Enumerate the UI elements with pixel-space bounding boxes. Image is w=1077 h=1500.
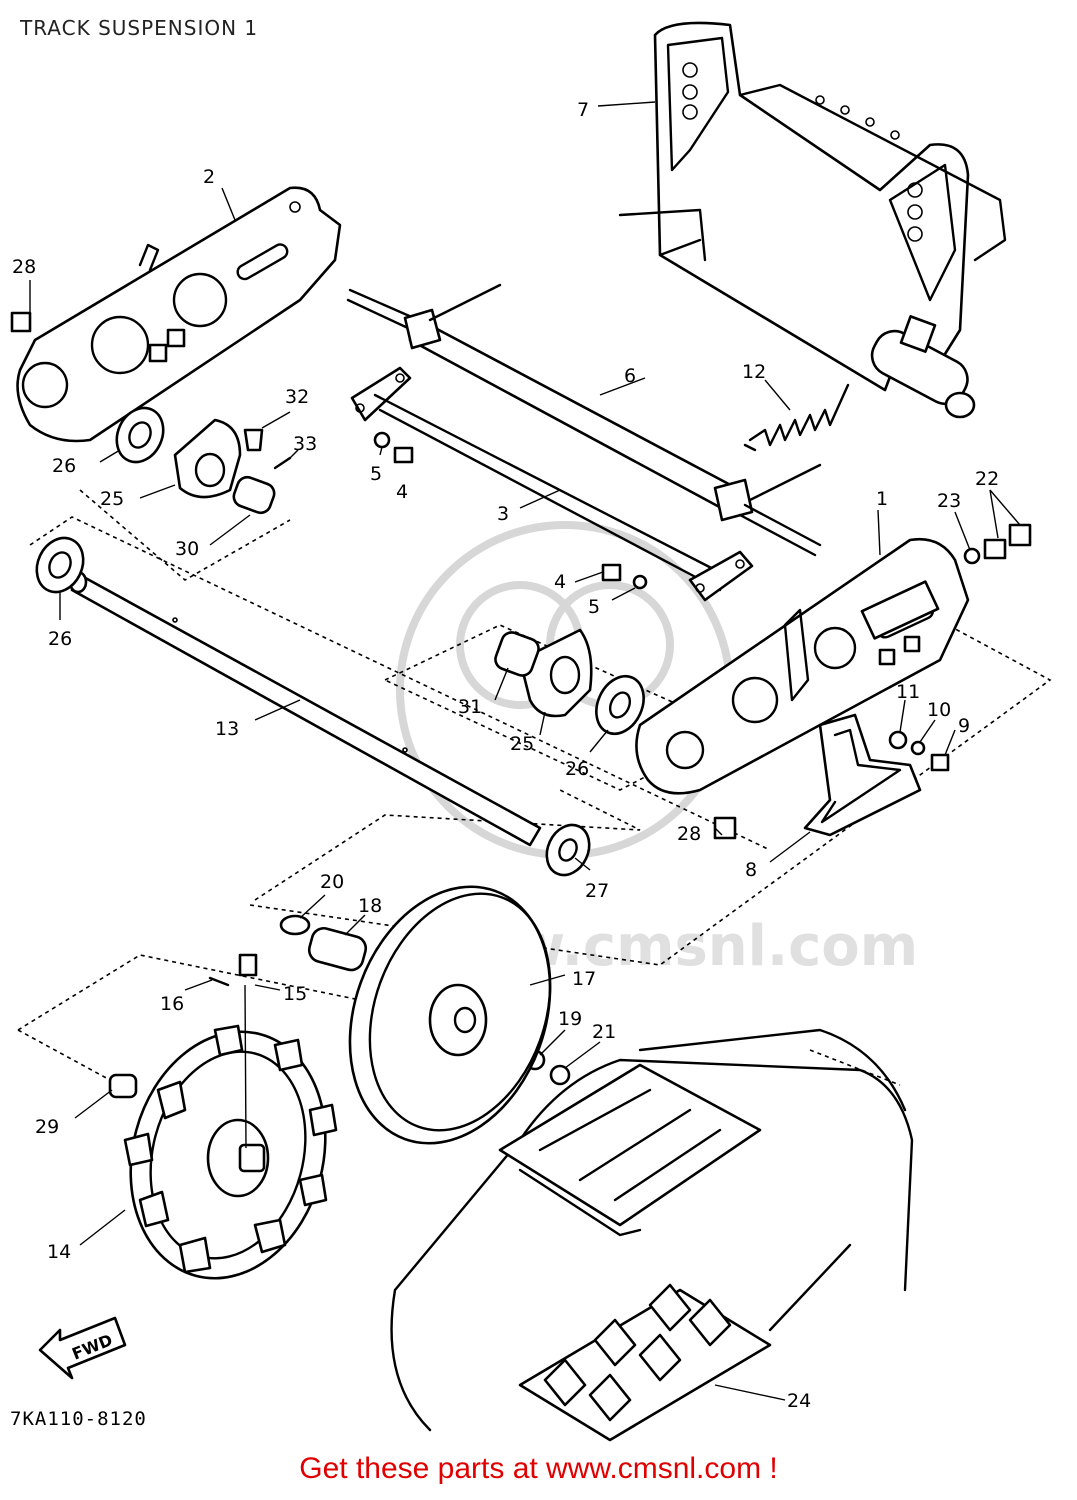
callout-29: 29 (35, 1116, 59, 1138)
callout-12: 12 (742, 361, 766, 383)
callout-9: 9 (958, 715, 970, 737)
fasteners (10, 311, 1032, 1099)
callout-21: 21 (592, 1021, 616, 1043)
callout-numbers: 1 2 3 4 4 5 5 6 7 8 9 10 11 12 13 14 15 … (12, 99, 999, 1412)
callout-28a: 28 (12, 256, 36, 278)
drawing-code: 7KA110-8120 (10, 1408, 147, 1430)
bearings-and-bushings (35, 406, 645, 877)
callout-4a: 4 (396, 481, 408, 503)
callout-32: 32 (285, 386, 309, 408)
callout-19: 19 (558, 1008, 582, 1030)
part-13-long-axle (68, 570, 542, 847)
part-1-right-suspension-arm (635, 537, 970, 795)
callout-18: 18 (358, 895, 382, 917)
callout-5b: 5 (588, 596, 600, 618)
callout-7: 7 (577, 99, 589, 121)
callout-6: 6 (624, 365, 636, 387)
part-7-rear-frame (618, 21, 1007, 419)
callout-5a: 5 (370, 463, 382, 485)
part-24-track-belt (390, 1028, 914, 1442)
callout-25a: 25 (100, 488, 124, 510)
callout-17: 17 (572, 968, 596, 990)
callout-20: 20 (320, 871, 344, 893)
callout-4b: 4 (554, 571, 566, 593)
callout-13: 13 (215, 718, 239, 740)
callout-26c: 26 (565, 758, 589, 780)
part-3-cross-rod (350, 366, 754, 602)
callout-24: 24 (787, 1390, 811, 1412)
part-17-idler-wheel (348, 885, 552, 1145)
callout-2: 2 (203, 166, 215, 188)
leader-lines (29, 101, 1021, 1401)
diagram-title: TRACK SUSPENSION 1 (20, 16, 259, 40)
forward-direction-arrow: FWD (38, 1316, 127, 1380)
footer-link[interactable]: Get these parts at www.cmsnl.com ! (299, 1452, 778, 1485)
callout-31: 31 (458, 696, 482, 718)
callout-3: 3 (497, 503, 509, 525)
callout-26a: 26 (52, 455, 76, 477)
callout-23: 23 (937, 490, 961, 512)
callout-11: 11 (896, 681, 920, 703)
callout-28b: 28 (677, 823, 701, 845)
part-12-spring (743, 383, 850, 452)
callout-22: 22 (975, 468, 999, 490)
callout-10: 10 (927, 699, 951, 721)
part-6-pivot-shaft (346, 283, 822, 557)
callout-25b: 25 (510, 733, 534, 755)
callout-8: 8 (745, 859, 757, 881)
callout-15: 15 (283, 983, 307, 1005)
callout-14: 14 (47, 1241, 71, 1263)
callout-30: 30 (175, 538, 199, 560)
part-8-bracket (803, 713, 922, 837)
callout-33: 33 (293, 433, 317, 455)
callout-26b: 26 (48, 628, 72, 650)
callout-1: 1 (876, 488, 888, 510)
part-2-left-suspension-arm (16, 186, 342, 443)
callout-27: 27 (585, 880, 609, 902)
part-14-drive-sprocket (123, 984, 338, 1280)
callout-16: 16 (160, 993, 184, 1015)
